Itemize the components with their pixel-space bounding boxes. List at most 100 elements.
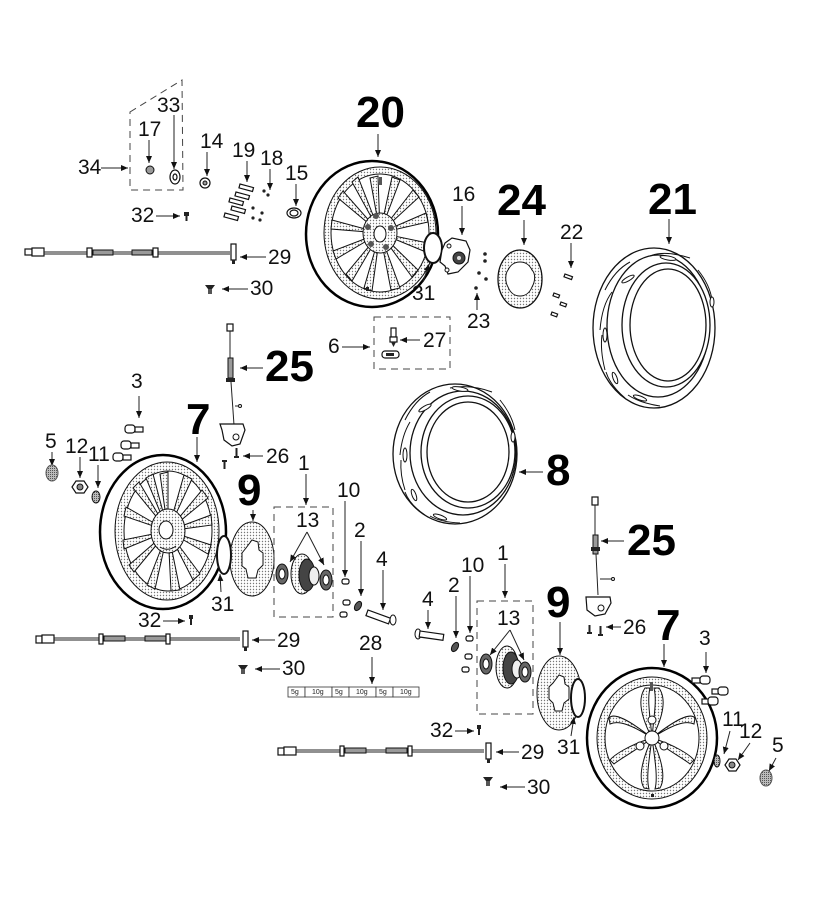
nuts-part-18: [251, 189, 270, 222]
clip-part-30-left: [238, 665, 248, 674]
label-4-left: 4: [376, 548, 388, 571]
label-21: 21: [648, 175, 697, 224]
screw-part-32-right: [477, 725, 481, 735]
hub-cap-part-5-right: [759, 769, 773, 787]
label-26-left: 26: [266, 445, 289, 468]
seal-ring-part-31-right: [570, 678, 586, 718]
label-30-right: 30: [527, 776, 550, 799]
rear-tyre-part-21: [592, 247, 716, 409]
label-29-top: 29: [268, 246, 291, 269]
label-32-left: 32: [138, 609, 161, 632]
label-13-left: 13: [296, 509, 319, 532]
weight-label: 10g: [312, 689, 324, 696]
label-3-left: 3: [131, 370, 143, 393]
group-34-valve-kit: [129, 79, 184, 191]
spacer-part-11-right: [713, 754, 721, 768]
label-24: 24: [497, 176, 546, 225]
label-32-right: 32: [430, 719, 453, 742]
label-18: 18: [260, 147, 283, 170]
label-25-left: 25: [265, 342, 314, 391]
label-27: 27: [423, 329, 446, 352]
group-1-hub-left: [273, 506, 334, 618]
label-9-right: 9: [546, 578, 570, 627]
clip-part-30-top: [205, 285, 215, 294]
label-11-left: 11: [88, 443, 110, 466]
front-brake-disc-part-9-right: [536, 655, 582, 731]
valve-washer-part-33: [169, 169, 181, 185]
weight-label: 5g: [291, 689, 299, 696]
label-15: 15: [285, 162, 308, 185]
label-5-right: 5: [772, 734, 784, 757]
label-32-top: 32: [131, 204, 154, 227]
label-26-right: 26: [623, 616, 646, 639]
screw-part-32-top: [184, 212, 189, 221]
label-3-right: 3: [699, 627, 711, 650]
label-31-left: 31: [211, 593, 234, 616]
speed-sensor-cable-part-29-left: [35, 630, 249, 651]
label-20: 20: [356, 88, 405, 137]
label-8: 8: [546, 446, 570, 495]
weight-label: 5g: [379, 689, 387, 696]
label-2-right: 2: [448, 574, 460, 597]
label-7-right: 7: [656, 601, 680, 650]
axle-nut-part-12-right: [724, 758, 741, 772]
hub-cap-part-5-left: [45, 464, 59, 482]
clamp-part-15: [286, 207, 302, 219]
label-1-left: 1: [298, 452, 310, 475]
tyre-valve-part-27: [381, 327, 400, 359]
label-2-left: 2: [354, 519, 366, 542]
label-11-right: 11: [722, 708, 744, 731]
axle-nut-part-12-left: [71, 480, 89, 494]
brake-caliper-hose-part-25-left: [219, 323, 246, 447]
bolts-part-19: [223, 183, 255, 222]
balance-weights-part-28: 5g 10g 5g 10g 5g 10g: [287, 686, 420, 698]
screw-part-32-left: [189, 615, 193, 625]
front-brake-disc-part-9-left: [229, 521, 275, 597]
label-6: 6: [328, 335, 340, 358]
label-30-left: 30: [282, 657, 305, 680]
clip-part-30-right: [483, 777, 493, 786]
label-7-left: 7: [186, 395, 210, 444]
label-4-right: 4: [422, 588, 434, 611]
label-25-right: 25: [627, 516, 676, 565]
rear-wheel-rim-part-20: [304, 159, 440, 309]
label-12-right: 12: [739, 720, 762, 743]
label-33: 33: [157, 94, 180, 117]
nut-part-14: [199, 177, 211, 189]
group-6-valve: [373, 316, 451, 370]
label-19: 19: [232, 139, 255, 162]
caliper-screws-part-26-left: [222, 448, 239, 469]
seal-ring-part-31-left: [216, 535, 232, 575]
label-14: 14: [200, 130, 224, 153]
brake-caliper-hose-part-25-right: [585, 496, 615, 617]
bushings-part-10-left: [339, 578, 351, 618]
label-16: 16: [452, 183, 475, 206]
bushings-part-10-right: [461, 635, 474, 673]
weight-label: 10g: [356, 689, 368, 696]
label-23: 23: [467, 310, 490, 333]
front-wheel-rim-part-7-left: [98, 453, 228, 611]
label-13-right: 13: [497, 607, 520, 630]
disc-bolts-part-22: [550, 273, 574, 318]
caliper-screws-part-26-right: [587, 625, 603, 636]
label-9-left: 9: [237, 466, 261, 515]
valve-stems-part-3-left: [112, 424, 144, 462]
label-17: 17: [138, 118, 161, 141]
sprocket-hub-part-16: [439, 237, 471, 275]
label-10-left: 10: [337, 479, 360, 502]
label-31-right: 31: [557, 736, 580, 759]
label-22: 22: [560, 221, 583, 244]
front-tyre-part-8: [392, 383, 518, 525]
label-10-right: 10: [461, 554, 484, 577]
label-30-top: 30: [250, 277, 273, 300]
axle-part-4-left: [365, 609, 397, 626]
valve-cap-part-17: [145, 165, 155, 175]
rear-brake-disc-part-24: [497, 249, 543, 309]
speed-sensor-cable-part-29-top: [24, 243, 237, 264]
axle-part-4-right: [414, 628, 445, 641]
front-wheel-rim-part-7-right: [585, 666, 719, 810]
wheel-hub-bearings-part-13-left: [275, 553, 333, 595]
nuts-part-23: [474, 252, 488, 290]
weight-label: 5g: [335, 689, 343, 696]
